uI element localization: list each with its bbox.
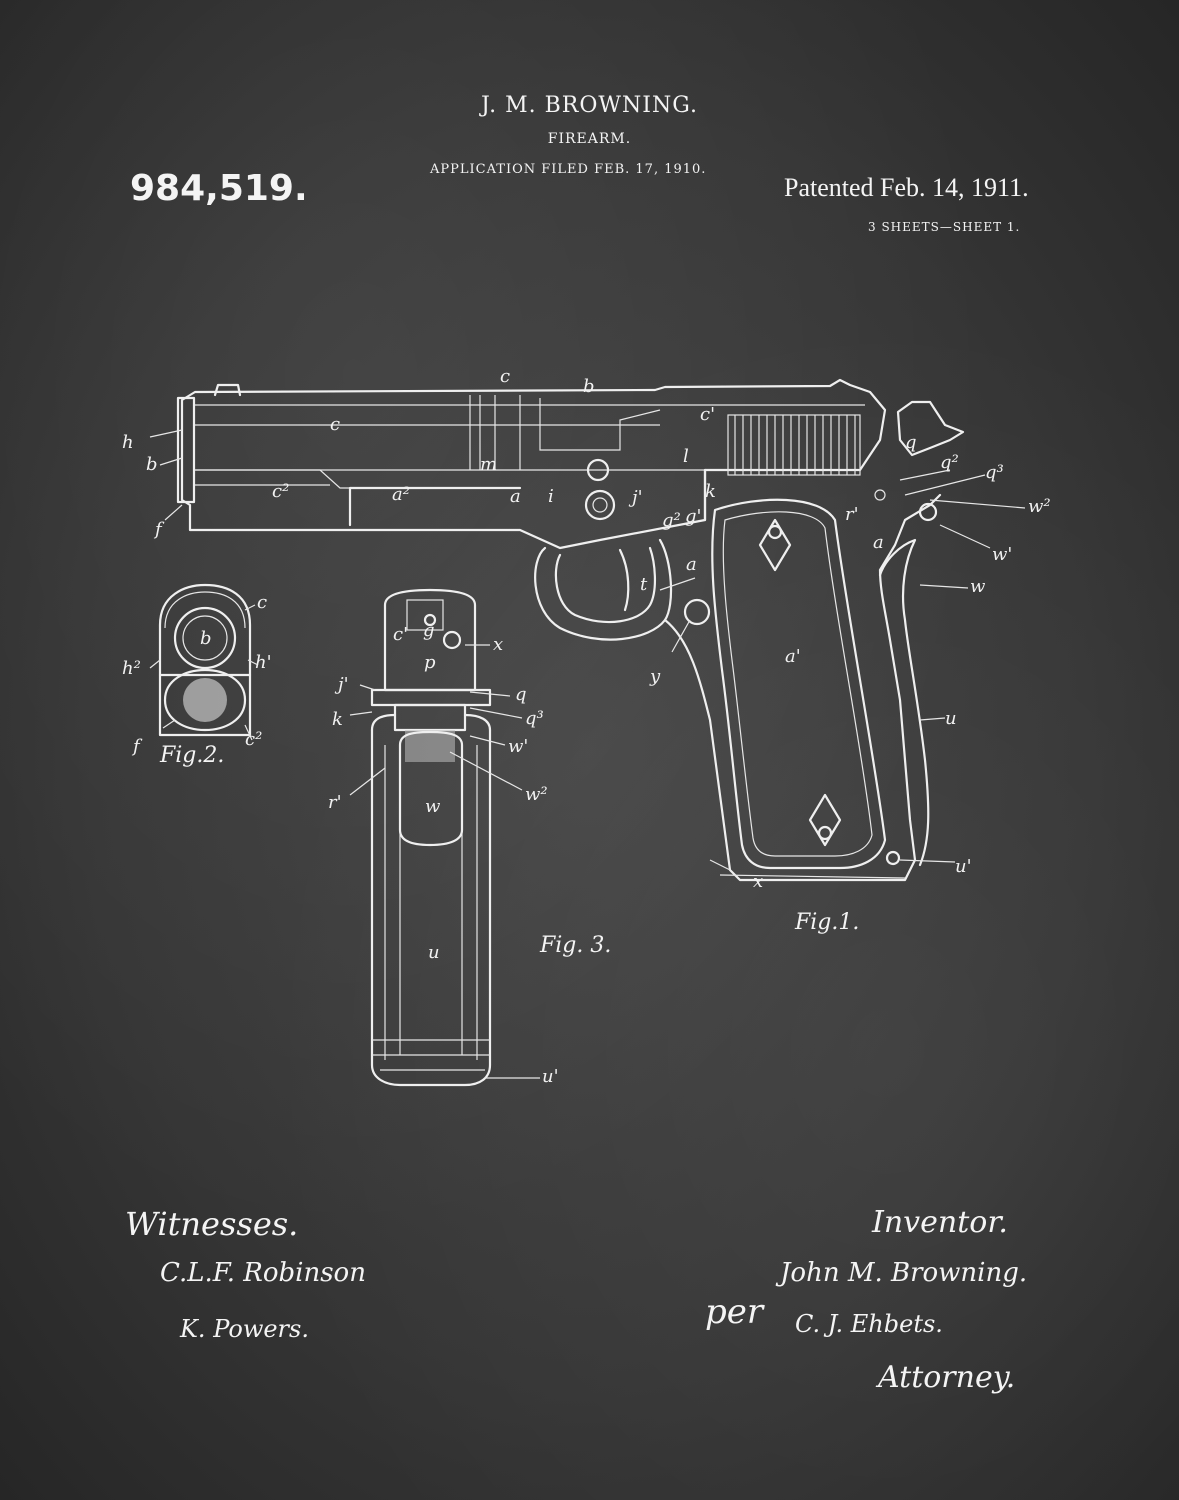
fig2-muzzle-drawing: c b h² h' f c² bbox=[122, 583, 272, 757]
svg-text:u': u' bbox=[542, 1066, 559, 1087]
svg-text:a: a bbox=[686, 554, 697, 575]
svg-text:u: u bbox=[428, 942, 440, 963]
svg-text:k: k bbox=[332, 709, 343, 730]
svg-text:q²: q² bbox=[940, 452, 959, 473]
svg-text:w²: w² bbox=[1028, 496, 1051, 517]
svg-text:a': a' bbox=[785, 646, 801, 667]
slide-serrations bbox=[727, 414, 861, 476]
fig1-pistol-drawing: c b c c' h b c² a² a i m j' l k g² g' f … bbox=[122, 366, 1051, 892]
svg-text:x: x bbox=[753, 871, 763, 892]
svg-text:w': w' bbox=[992, 544, 1012, 565]
svg-text:f: f bbox=[131, 736, 143, 757]
svg-text:j': j' bbox=[628, 487, 643, 508]
attorney-signature: C. J. Ehbets. bbox=[795, 1310, 943, 1338]
svg-text:m: m bbox=[480, 454, 497, 475]
per-label: per bbox=[705, 1292, 764, 1332]
svg-text:w': w' bbox=[508, 736, 528, 757]
svg-text:c': c' bbox=[700, 404, 715, 425]
svg-text:b: b bbox=[200, 628, 212, 649]
svg-text:h: h bbox=[122, 432, 134, 453]
svg-text:u': u' bbox=[955, 856, 972, 877]
svg-text:w: w bbox=[425, 796, 441, 817]
inventor-label: Inventor. bbox=[872, 1205, 1008, 1240]
svg-text:a: a bbox=[510, 486, 521, 507]
svg-text:q³: q³ bbox=[525, 708, 544, 729]
svg-text:r': r' bbox=[845, 504, 859, 525]
sheet-count: 3 SHEETS—SHEET 1. bbox=[868, 220, 1021, 234]
svg-text:c²: c² bbox=[272, 481, 289, 502]
fig2-caption: Fig.2. bbox=[160, 743, 225, 768]
witnesses-label: Witnesses. bbox=[125, 1205, 299, 1243]
svg-text:t: t bbox=[640, 574, 648, 595]
grip-panel bbox=[711, 498, 887, 870]
svg-text:g': g' bbox=[685, 506, 701, 527]
svg-text:a: a bbox=[873, 532, 884, 553]
witness-signature-2: K. Powers. bbox=[180, 1315, 309, 1343]
patent-number: 984,519. bbox=[130, 168, 308, 209]
inventor-signature: John M. Browning. bbox=[780, 1258, 1028, 1288]
svg-text:y: y bbox=[649, 666, 661, 687]
svg-text:c': c' bbox=[393, 624, 408, 645]
fig3-section-drawing: c' g p x q q³ j' k w' r' w² w u u' bbox=[328, 588, 559, 1087]
attorney-label: Attorney. bbox=[878, 1360, 1016, 1395]
svg-text:q³: q³ bbox=[985, 462, 1004, 483]
svg-text:p: p bbox=[424, 652, 436, 673]
svg-text:l: l bbox=[683, 446, 689, 467]
svg-text:h²: h² bbox=[122, 658, 141, 679]
svg-text:q: q bbox=[515, 684, 527, 705]
fig1-caption: Fig.1. bbox=[795, 910, 860, 935]
svg-text:a²: a² bbox=[392, 484, 410, 505]
svg-text:q: q bbox=[905, 432, 917, 453]
svg-text:h': h' bbox=[255, 652, 272, 673]
svg-text:c²: c² bbox=[245, 729, 262, 750]
witness-signature-1: C.L.F. Robinson bbox=[160, 1258, 366, 1288]
svg-text:g²: g² bbox=[662, 510, 681, 531]
svg-text:j': j' bbox=[334, 674, 349, 695]
svg-text:b: b bbox=[146, 454, 158, 475]
svg-text:i: i bbox=[548, 486, 554, 507]
svg-text:r': r' bbox=[328, 792, 342, 813]
svg-text:x: x bbox=[493, 634, 503, 655]
inventor-name-header: J. M. BROWNING. bbox=[481, 93, 698, 118]
patent-title: FIREARM. bbox=[547, 131, 632, 147]
svg-text:b: b bbox=[583, 376, 595, 397]
svg-text:c: c bbox=[500, 366, 510, 387]
application-filed-date: APPLICATION FILED FEB. 17, 1910. bbox=[430, 162, 707, 177]
svg-text:k: k bbox=[705, 481, 716, 502]
svg-text:c: c bbox=[257, 592, 267, 613]
svg-text:g: g bbox=[423, 620, 435, 641]
svg-text:w: w bbox=[970, 576, 986, 597]
svg-text:f: f bbox=[153, 519, 165, 540]
svg-text:u: u bbox=[945, 708, 957, 729]
fig3-caption: Fig. 3. bbox=[540, 933, 612, 958]
svg-text:w²: w² bbox=[525, 784, 548, 805]
patented-date: Patented Feb. 14, 1911. bbox=[784, 173, 1029, 202]
svg-text:c: c bbox=[330, 414, 340, 435]
